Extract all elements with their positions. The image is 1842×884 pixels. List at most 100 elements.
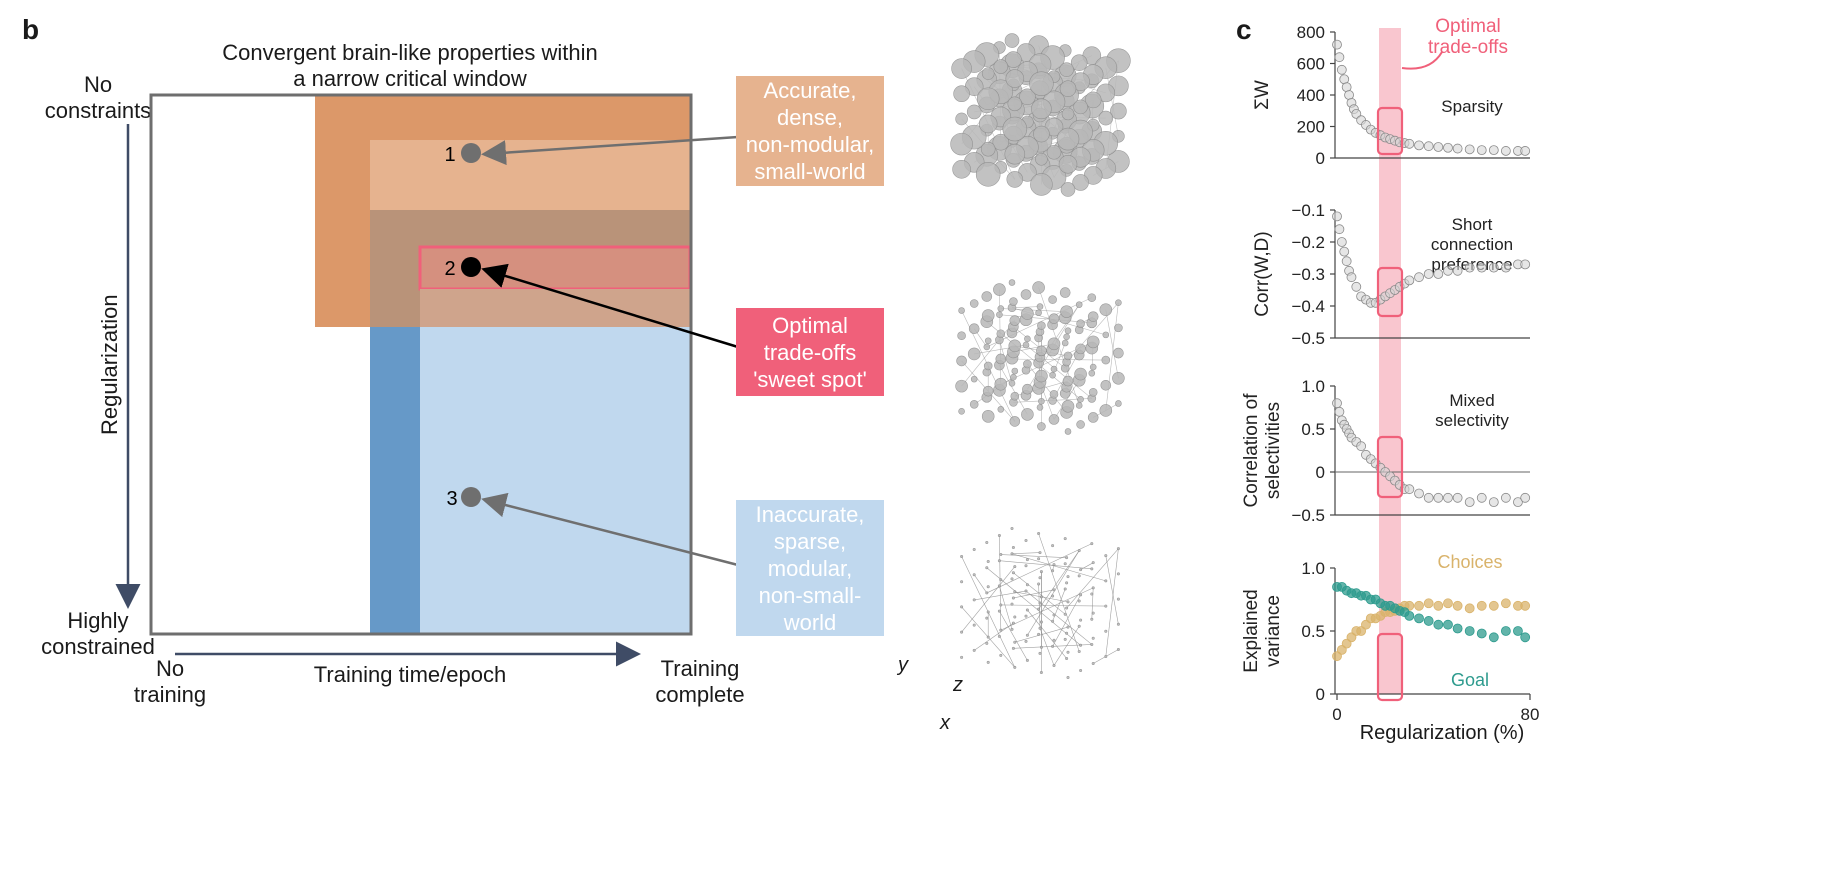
network-node	[1090, 542, 1094, 546]
network-node	[1076, 319, 1085, 328]
network-node	[1075, 402, 1083, 409]
network-node	[1066, 675, 1070, 679]
network-edge	[973, 574, 988, 594]
data-point	[1452, 623, 1463, 634]
network-node	[1116, 647, 1120, 651]
axis3d-z-label: z	[953, 674, 963, 696]
arrow-to-point-1	[481, 135, 739, 166]
network-edge	[1105, 309, 1119, 379]
network-node	[1037, 321, 1046, 330]
network-node	[1102, 331, 1110, 339]
y-tick-label: 0	[1316, 149, 1325, 168]
network-node	[1061, 339, 1069, 347]
network-node	[985, 591, 989, 595]
network-node	[1009, 416, 1021, 427]
data-point	[1332, 211, 1342, 222]
y-tick-label: 600	[1297, 55, 1325, 74]
data-point	[1520, 600, 1531, 611]
point-2	[461, 257, 481, 277]
data-point	[1476, 628, 1487, 639]
network-node	[1056, 127, 1080, 151]
sweet-spot-band	[418, 245, 692, 291]
network-node	[1116, 572, 1120, 576]
data-point	[1464, 497, 1475, 508]
network-node	[1008, 380, 1016, 387]
y-tick-label: 800	[1297, 23, 1325, 42]
network-node	[1113, 347, 1124, 359]
network-node	[1023, 359, 1032, 369]
network-node	[1065, 656, 1069, 660]
network-node	[1037, 607, 1041, 611]
network-node	[1059, 80, 1077, 97]
point-1	[461, 143, 481, 163]
arrow-to-point-2	[481, 263, 739, 349]
network-node	[1051, 594, 1055, 598]
network-node	[1037, 532, 1041, 536]
data-point	[1336, 237, 1347, 247]
network-node	[984, 337, 992, 345]
network-node	[1025, 583, 1029, 587]
y-tick-label: 0	[1316, 463, 1325, 482]
data-point	[1520, 632, 1531, 643]
axis3d-y-label: y	[898, 654, 908, 676]
network-node	[1115, 299, 1122, 306]
network-node	[1087, 311, 1099, 322]
network-node	[1025, 608, 1029, 612]
network-node	[1035, 152, 1048, 166]
network-edge	[1038, 583, 1041, 629]
data-point	[1404, 484, 1415, 495]
network-node	[1064, 327, 1072, 334]
network-node	[966, 104, 982, 120]
network-edge	[1066, 548, 1119, 609]
data-point	[1500, 492, 1511, 503]
network-node	[1036, 345, 1047, 357]
x-right-label: Training complete	[655, 656, 745, 707]
network-node	[1091, 561, 1095, 565]
network-node	[1005, 69, 1025, 88]
network-node	[983, 343, 991, 351]
network-node	[967, 347, 981, 361]
network-node	[1010, 577, 1014, 581]
network-node	[960, 630, 964, 634]
network-edge	[1105, 67, 1119, 137]
network-node	[1039, 620, 1043, 624]
network-node	[992, 133, 1010, 151]
data-point	[1443, 598, 1453, 609]
network-node	[1116, 597, 1120, 601]
data-point	[1433, 269, 1444, 279]
box-accurate: Accurate, dense, non-modular, small-worl…	[736, 76, 884, 186]
network-node	[1098, 110, 1114, 126]
network-edge	[1000, 554, 1067, 558]
network-node	[1066, 650, 1070, 654]
network-node	[986, 585, 990, 589]
network-node	[1036, 303, 1044, 310]
regime-diagram: 1 2 3	[115, 93, 739, 667]
data-point	[1452, 265, 1463, 276]
network-node	[999, 628, 1003, 632]
network-node	[1024, 539, 1028, 543]
point-1-label: 1	[444, 144, 455, 166]
data-point	[1332, 39, 1342, 50]
network-edge	[1000, 358, 1106, 361]
highlight-box	[1376, 106, 1404, 156]
network-node	[955, 379, 968, 393]
network-node	[952, 160, 971, 179]
y-tick-label: −0.2	[1291, 233, 1325, 252]
network-node	[985, 541, 989, 545]
network-node	[975, 162, 1001, 187]
network-edge	[999, 339, 1013, 384]
network-node	[1115, 400, 1122, 407]
network-node	[968, 323, 980, 335]
network-node	[976, 87, 1000, 111]
network-node	[1112, 371, 1125, 385]
network-node	[1006, 171, 1024, 188]
network-node	[978, 114, 998, 134]
network-edge	[1013, 343, 1055, 353]
network-node	[1031, 98, 1052, 120]
data-point	[1452, 600, 1463, 611]
chart-title: connection	[1431, 235, 1513, 254]
data-point	[1488, 497, 1499, 508]
network-node	[1099, 404, 1113, 417]
data-point	[1476, 600, 1487, 611]
